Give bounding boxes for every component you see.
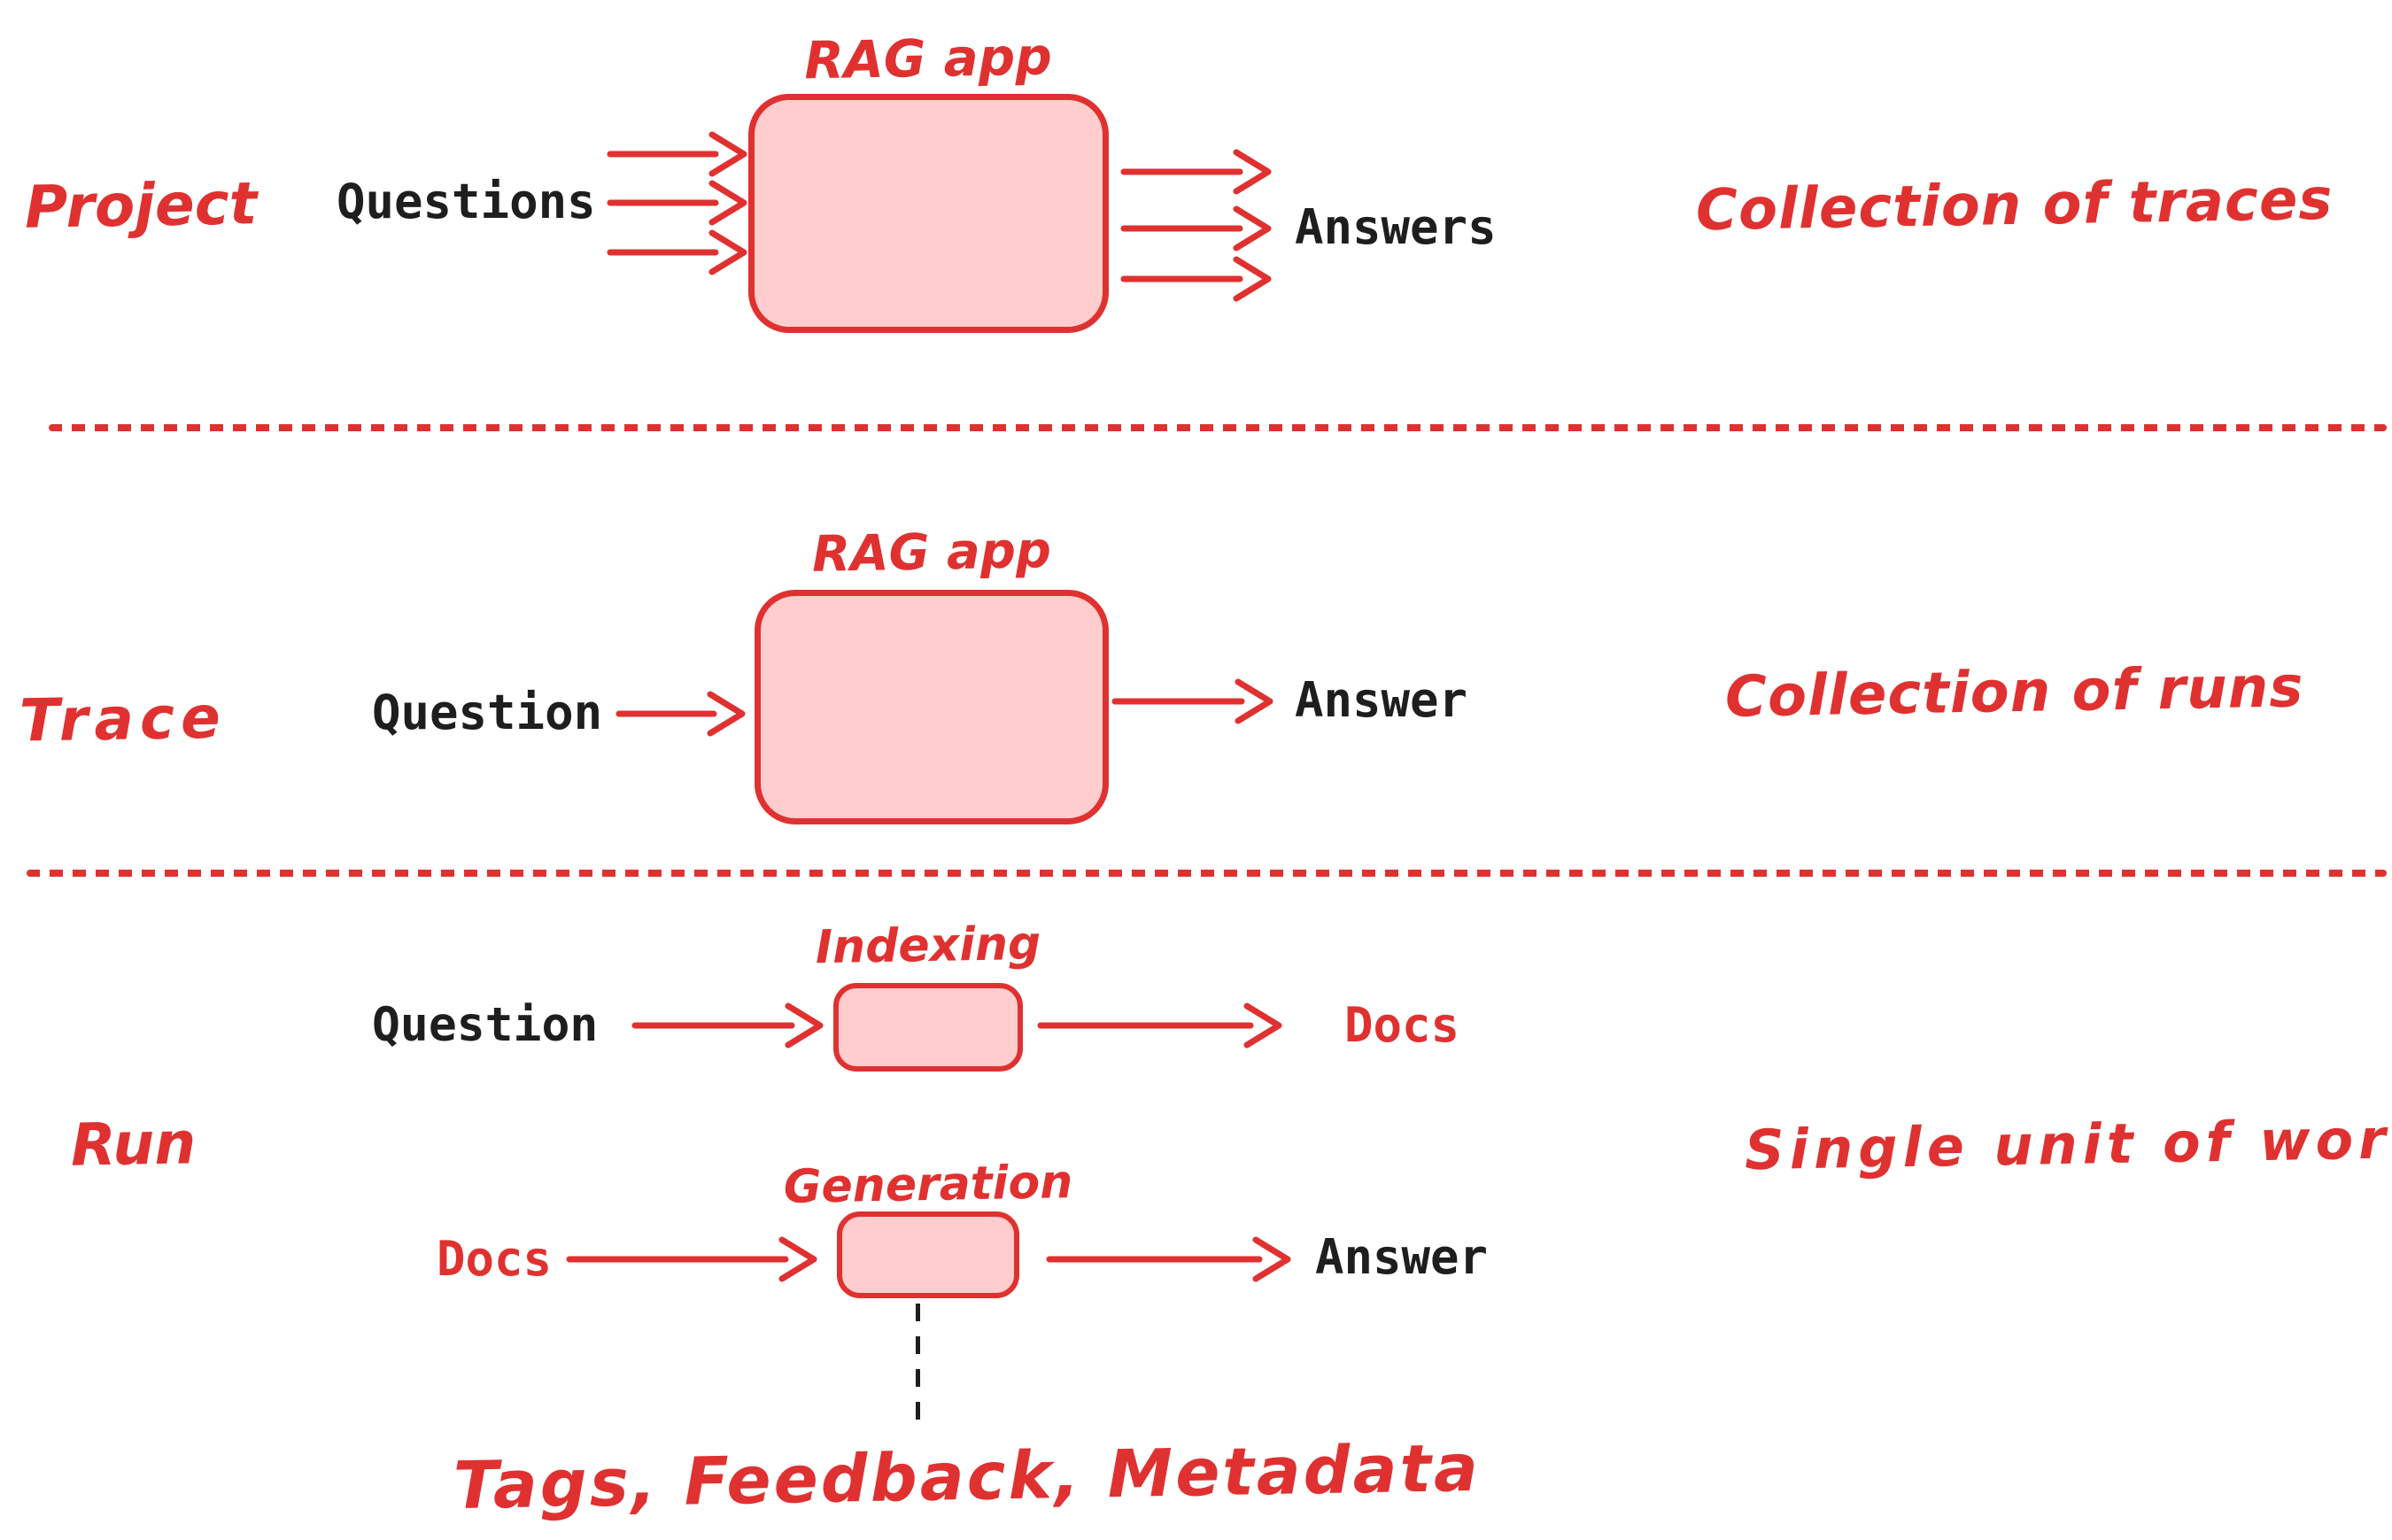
indexing-box: [833, 983, 1023, 1072]
section-divider: [49, 424, 2387, 431]
arrow-right-icon: [1046, 1233, 1293, 1286]
question-label: Question: [372, 998, 599, 1053]
docs-input-label: Docs: [437, 1230, 553, 1287]
collection-of-traces-label: Collection of traces: [1695, 166, 2334, 244]
dashed-connector-line: [916, 1304, 920, 1420]
arrow-right-icon: [615, 687, 747, 740]
arrow-right-icon: [607, 128, 749, 181]
answer-label: Answer: [1295, 671, 1468, 728]
single-unit-of-work-label: Single unit of work: [1744, 1105, 2392, 1183]
collection-of-runs-label: Collection of runs: [1724, 654, 2304, 731]
project-row-label: Project: [24, 169, 258, 242]
questions-label: Questions: [337, 173, 596, 229]
tags-feedback-metadata-label: Tags, Feedback, Metadata: [453, 1429, 1482, 1525]
question-label: Question: [372, 684, 603, 740]
arrow-right-icon: [607, 226, 749, 279]
arrow-right-icon: [1120, 145, 1273, 198]
trace-row-label: Trace: [19, 683, 228, 755]
generation-box: [837, 1211, 1019, 1298]
rag-app-label: RAG app: [811, 522, 1052, 584]
section-divider: [27, 870, 2387, 877]
arrow-right-icon: [1111, 675, 1275, 728]
rag-app-box: [755, 590, 1109, 824]
arrow-right-icon: [566, 1233, 819, 1286]
indexing-label: Indexing: [815, 917, 1041, 975]
arrow-right-icon: [1037, 999, 1284, 1052]
run-row-label: Run: [70, 1109, 197, 1180]
answers-label: Answers: [1295, 198, 1497, 255]
generation-label: Generation: [783, 1156, 1073, 1214]
rag-app-box: [748, 94, 1109, 333]
arrow-right-icon: [631, 999, 825, 1052]
arrow-right-icon: [607, 176, 749, 229]
arrow-right-icon: [1120, 202, 1273, 255]
rag-app-label: RAG app: [803, 26, 1053, 91]
arrow-right-icon: [1120, 252, 1273, 306]
docs-output-label: Docs: [1344, 996, 1460, 1053]
answer-output-label: Answer: [1315, 1228, 1489, 1285]
